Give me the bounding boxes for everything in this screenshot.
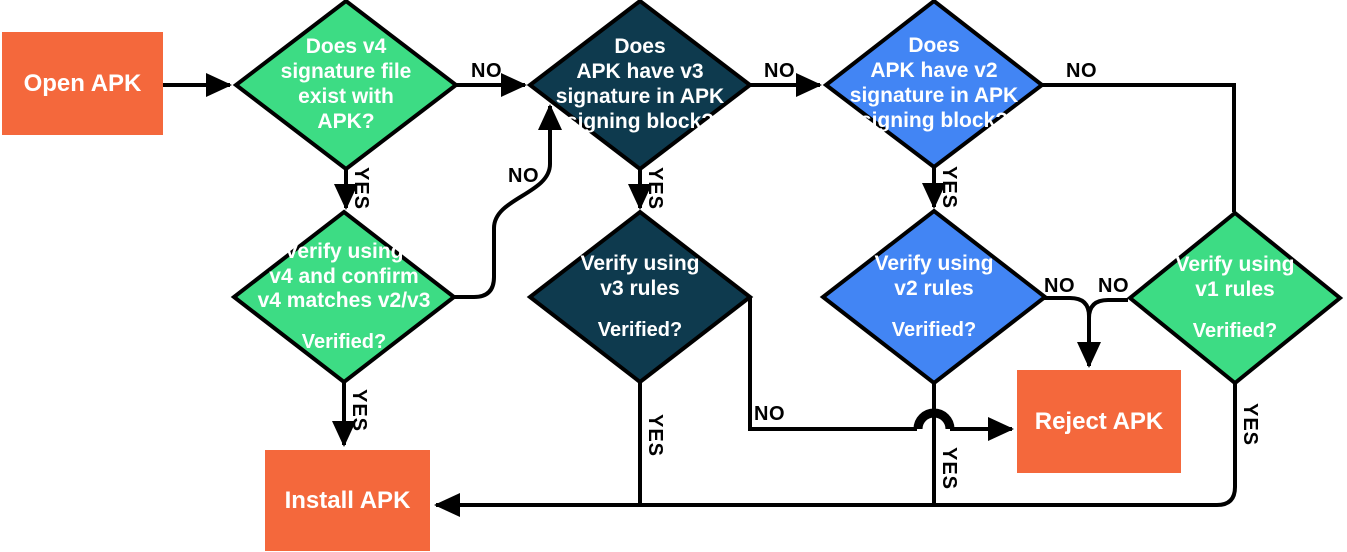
question-text: Does v4 signature file exist with APK? <box>280 35 412 133</box>
edge-label-yes: YES <box>350 167 372 211</box>
end-node-reject-apk <box>1017 370 1181 473</box>
decision-verify-v1 <box>1126 210 1344 386</box>
question-text: Verify using v1 rules <box>1175 253 1295 301</box>
question-text: Verify using v2 rules <box>874 252 994 300</box>
edge-label-yes: YES <box>644 414 666 458</box>
decision-v3-signature-in-block <box>526 0 754 172</box>
edge-hop-over-line <box>913 408 955 430</box>
decision-v4-signature-exists <box>232 0 460 172</box>
edge-v2sig-no-to-v1verify <box>1042 83 1236 212</box>
edge-label-no: NO <box>754 403 785 425</box>
end-node-install-apk <box>265 450 430 551</box>
edge-v4verify-no-to-v3sig <box>454 104 562 299</box>
decision-v2-signature-in-block <box>822 0 1046 170</box>
question-text: Does APK have v2 signature in APK signin… <box>849 34 1019 132</box>
edge-label-yes: YES <box>1239 403 1261 447</box>
verified-text: Verified? <box>597 318 683 341</box>
decision-verify-v2 <box>819 208 1049 386</box>
edge-v1verify-no-to-reject <box>1087 298 1128 319</box>
edge-v3verify-no-to-reject <box>748 297 917 431</box>
v3-verify-question: Verify using v3 rules Verified? <box>525 212 755 382</box>
edge-label-no: NO <box>1066 60 1097 82</box>
open-apk-label: Open APK <box>23 69 142 97</box>
reject-apk-label: Reject APK <box>1034 407 1164 435</box>
edge-label-yes: YES <box>938 447 960 491</box>
edge-label-no: NO <box>471 60 502 82</box>
decision-verify-v4 <box>230 209 458 385</box>
verified-text: Verified? <box>891 318 977 341</box>
edge-label-no: NO <box>1044 275 1075 297</box>
v3-sig-question: Does APK have v3 signature in APK signin… <box>525 1 755 169</box>
edge-label-yes: YES <box>644 167 666 211</box>
verified-text: Verified? <box>301 331 387 354</box>
edge-label-no: NO <box>1098 275 1129 297</box>
decision-verify-v3 <box>526 209 754 385</box>
v4-verify-question: Verify using v4 and confirm v4 matches v… <box>229 212 459 382</box>
question-text: Does APK have v3 signature in APK signin… <box>555 35 725 133</box>
v1-verify-question: Verify using v1 rules Verified? <box>1120 213 1347 383</box>
edge-label-yes: YES <box>348 389 370 433</box>
v2-verify-question: Verify using v2 rules Verified? <box>819 211 1049 383</box>
v2-sig-question: Does APK have v2 signature in APK signin… <box>819 1 1049 167</box>
edge-label-no: NO <box>764 60 795 82</box>
question-text: Verify using v4 and confirm v4 matches v… <box>257 239 431 313</box>
install-apk-label: Install APK <box>284 486 411 514</box>
verified-text: Verified? <box>1192 319 1278 342</box>
edge-label-no: NO <box>508 165 539 187</box>
edge-label-yes: YES <box>938 166 960 210</box>
question-text: Verify using v3 rules <box>580 252 700 300</box>
edge-v1verify-yes-to-install <box>434 383 1237 517</box>
v4-exists-question: Does v4 signature file exist with APK? <box>231 1 461 169</box>
start-node-open-apk <box>2 32 163 135</box>
